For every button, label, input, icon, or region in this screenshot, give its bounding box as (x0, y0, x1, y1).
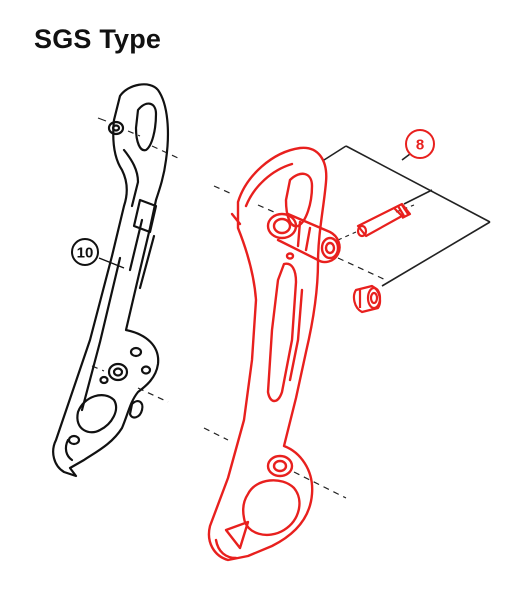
callout-bracket (323, 145, 491, 287)
outer-plate-assembly (207, 146, 341, 562)
callout-inner-plate: 10 (71, 238, 125, 269)
inner-plate (52, 83, 170, 478)
alignment-lines (91, 117, 415, 499)
page-title: SGS Type (34, 24, 162, 54)
callout-outer-plate: 8 (405, 129, 435, 159)
callout-number-outer-plate: 8 (416, 137, 424, 154)
callout-number-inner-plate: 10 (77, 245, 94, 262)
pin-bolt (356, 202, 412, 238)
bushing (352, 284, 382, 314)
